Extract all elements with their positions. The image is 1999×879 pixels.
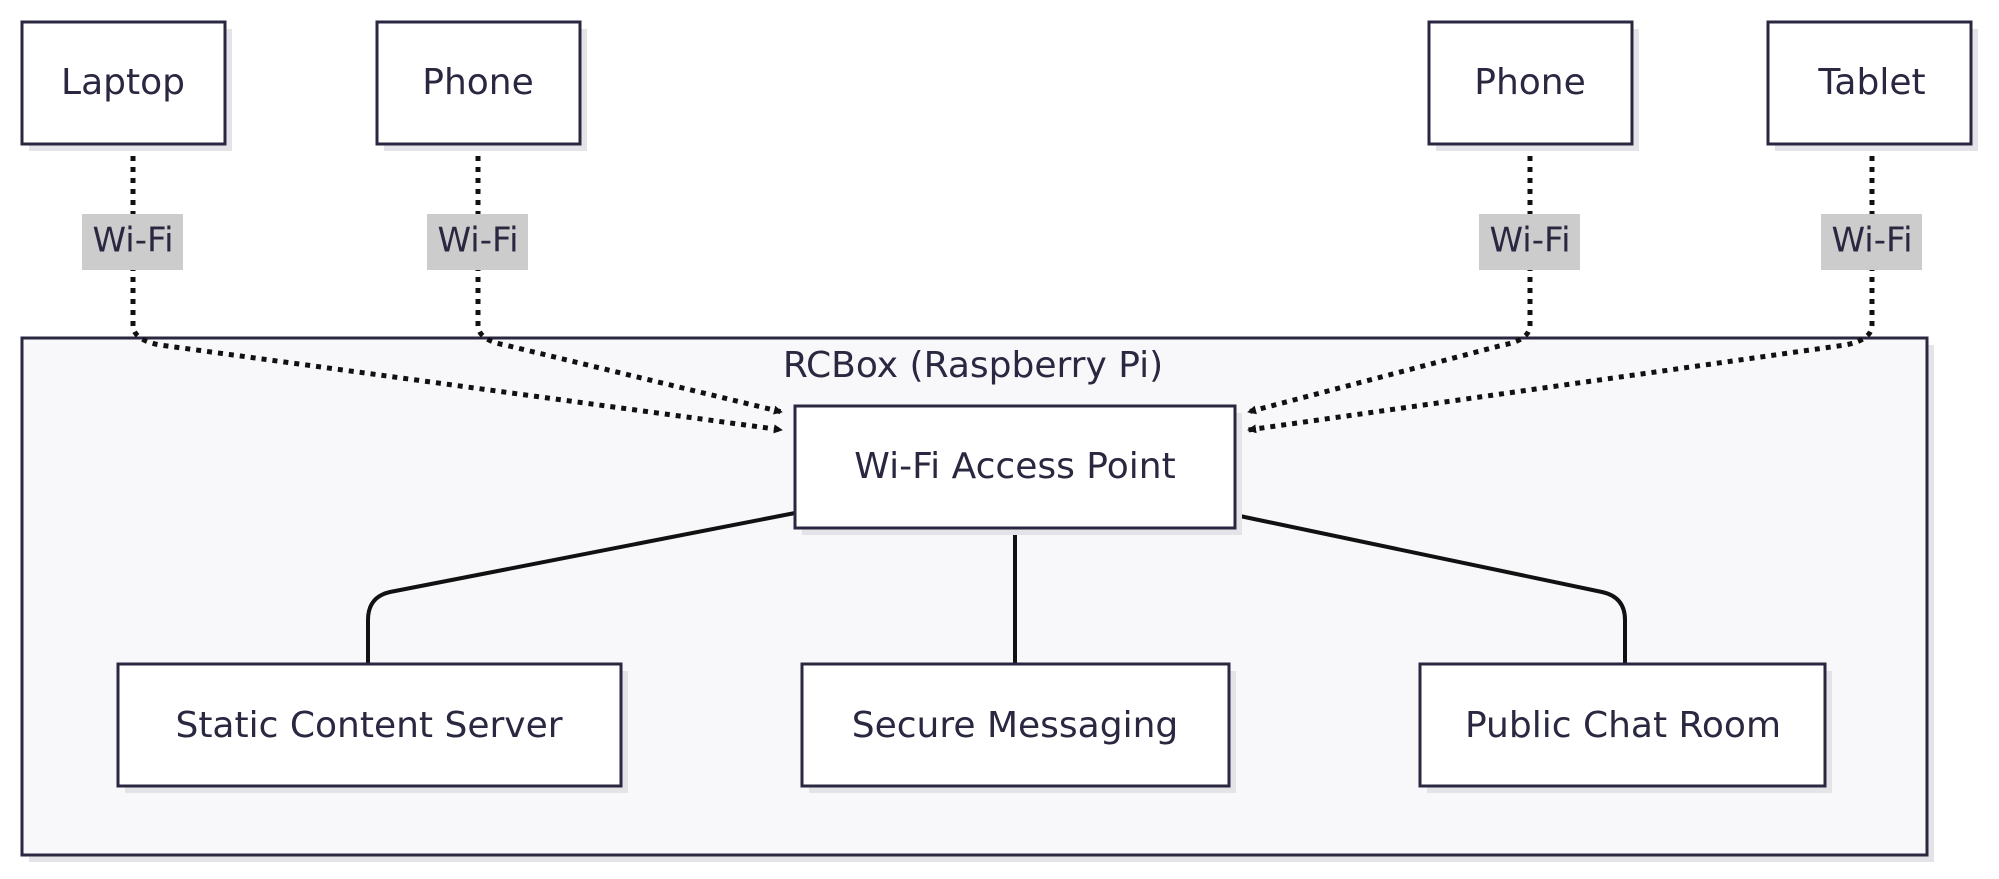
edge-label-laptop-bg (82, 214, 183, 270)
wifi-edges (130, 145, 1875, 434)
node-secure-messaging[interactable]: Secure Messaging (800, 662, 1236, 793)
edge-label-phone-right-bg (1479, 214, 1580, 270)
edge-laptop-to-ap (130, 145, 783, 434)
device-nodes: Laptop Phone Phone Tablet (20, 20, 1978, 151)
node-static-content-server[interactable]: Static Content Server (116, 662, 628, 793)
edge-label-phone-left-text: Wi-Fi (437, 221, 518, 261)
edge-label-tablet: Wi-Fi (1821, 214, 1922, 270)
node-phone-left-label: Phone (422, 62, 534, 103)
edge-label-phone-left: Wi-Fi (427, 214, 528, 270)
edge-label-laptop-text: Wi-Fi (92, 221, 173, 261)
node-public-chat-room-box (1418, 662, 1827, 788)
node-tablet-box (1766, 20, 1973, 146)
edge-label-phone-right-text: Wi-Fi (1489, 221, 1570, 261)
node-phone-right-box (1427, 20, 1634, 146)
edge-tablet-to-ap (1247, 145, 1875, 434)
node-laptop-label: Laptop (61, 62, 185, 103)
edge-ap-to-public-chat-room (1234, 513, 1627, 664)
node-static-content-server-label: Static Content Server (175, 705, 562, 746)
service-edges (366, 511, 1627, 664)
edge-label-tablet-bg (1821, 214, 1922, 270)
edge-label-phone-left-bg (427, 214, 528, 270)
edge-label-tablet-text: Wi-Fi (1831, 221, 1912, 261)
node-laptop-box (20, 20, 227, 146)
rcbox-group-title: RCBox (Raspberry Pi) (783, 345, 1163, 386)
node-public-chat-room-label: Public Chat Room (1465, 705, 1781, 746)
node-secure-messaging-label: Secure Messaging (852, 705, 1179, 746)
node-wifi-access-point-box (793, 404, 1237, 530)
node-tablet-label: Tablet (1817, 62, 1925, 103)
edge-label-laptop: Wi-Fi (82, 214, 183, 270)
node-wifi-access-point-label: Wi-Fi Access Point (854, 446, 1175, 487)
node-tablet[interactable]: Tablet (1766, 20, 1978, 151)
node-wifi-access-point[interactable]: Wi-Fi Access Point (793, 404, 1242, 535)
node-phone-left[interactable]: Phone (375, 20, 587, 151)
service-nodes: Static Content Server Secure Messaging P… (116, 662, 1832, 793)
node-public-chat-room[interactable]: Public Chat Room (1418, 662, 1832, 793)
node-phone-right[interactable]: Phone (1427, 20, 1639, 151)
wifi-edge-labels: Wi-Fi Wi-Fi Wi-Fi Wi-Fi (82, 214, 1922, 270)
edge-ap-to-static-content-server (366, 511, 796, 664)
node-laptop[interactable]: Laptop (20, 20, 232, 151)
node-secure-messaging-box (800, 662, 1231, 788)
node-phone-left-box (375, 20, 582, 146)
node-phone-right-label: Phone (1474, 62, 1586, 103)
node-static-content-server-box (116, 662, 623, 788)
edge-label-phone-right: Wi-Fi (1479, 214, 1580, 270)
edge-phone-right-to-ap (1247, 145, 1533, 415)
edge-phone-left-to-ap (475, 145, 783, 415)
